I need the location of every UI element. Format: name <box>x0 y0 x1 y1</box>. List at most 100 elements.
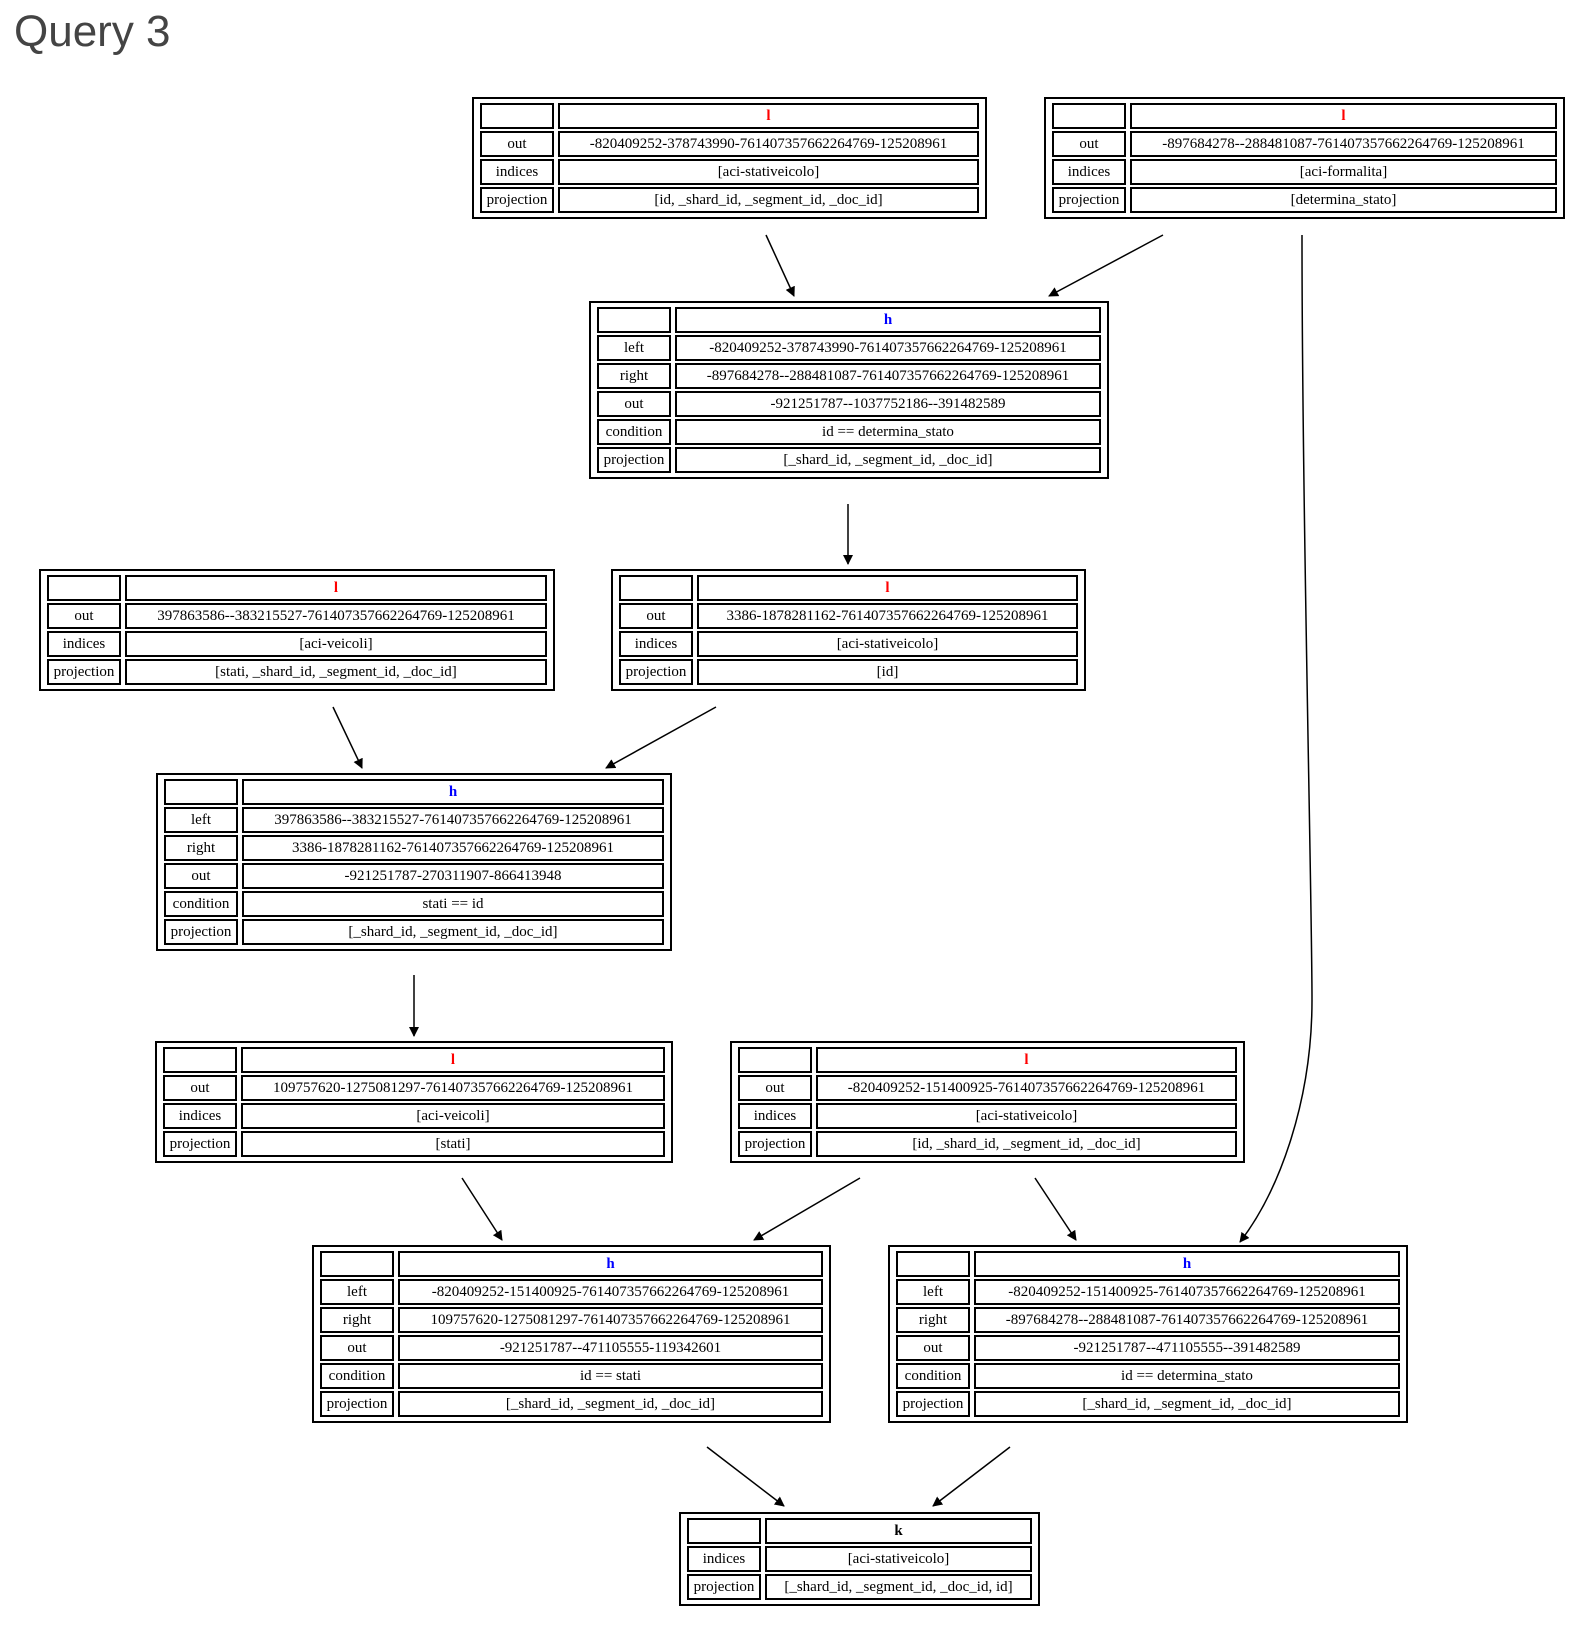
edge-n7-n9 <box>461 1177 503 1241</box>
node-row-out: out-820409252-151400925-7614073576622647… <box>738 1075 1237 1101</box>
row-key: indices <box>480 159 554 185</box>
node-row-projection: projection[id, _shard_id, _segment_id, _… <box>738 1131 1237 1157</box>
header-empty-cell <box>896 1251 970 1277</box>
row-key: projection <box>896 1391 970 1417</box>
node-header-row: h <box>896 1251 1400 1277</box>
node-row-right: right-897684278--288481087-7614073576622… <box>896 1307 1400 1333</box>
node-row-out: out-921251787--1037752186--391482589 <box>597 391 1101 417</box>
row-key: left <box>896 1279 970 1305</box>
node-row-projection: projection[_shard_id, _segment_id, _doc_… <box>164 919 664 945</box>
node-type-label: l <box>241 1047 665 1073</box>
edge-n2-n10 <box>1239 234 1313 1243</box>
node-type-label: k <box>765 1518 1032 1544</box>
header-empty-cell <box>738 1047 812 1073</box>
row-value: [_shard_id, _segment_id, _doc_id] <box>675 447 1101 473</box>
node-row-projection: projection[_shard_id, _segment_id, _doc_… <box>320 1391 823 1417</box>
row-key: indices <box>738 1103 812 1129</box>
node-row-out: out-921251787--471105555--391482589 <box>896 1335 1400 1361</box>
row-key: left <box>320 1279 394 1305</box>
node-row-projection: projection[id, _shard_id, _segment_id, _… <box>480 187 979 213</box>
row-value: [_shard_id, _segment_id, _doc_id, id] <box>765 1574 1032 1600</box>
row-value: [id] <box>697 659 1078 685</box>
node-header-row: k <box>687 1518 1032 1544</box>
row-key: out <box>738 1075 812 1101</box>
node-row-left: left-820409252-151400925-761407357662264… <box>320 1279 823 1305</box>
row-key: projection <box>480 187 554 213</box>
row-key: right <box>597 363 671 389</box>
node-row-projection: projection[determina_stato] <box>1052 187 1557 213</box>
header-empty-cell <box>619 575 693 601</box>
row-value: [id, _shard_id, _segment_id, _doc_id] <box>816 1131 1237 1157</box>
row-value: id == stati <box>398 1363 823 1389</box>
header-empty-cell <box>687 1518 761 1544</box>
row-key: projection <box>47 659 121 685</box>
row-key: projection <box>738 1131 812 1157</box>
row-key: out <box>619 603 693 629</box>
row-value: [stati] <box>241 1131 665 1157</box>
row-value: [_shard_id, _segment_id, _doc_id] <box>398 1391 823 1417</box>
row-key: projection <box>164 919 238 945</box>
row-key: out <box>47 603 121 629</box>
row-value: -820409252-378743990-761407357662264769-… <box>558 131 979 157</box>
node-row-indices: indices[aci-stativeicolo] <box>687 1546 1032 1572</box>
node-header-row: l <box>480 103 979 129</box>
node-row-indices: indices[aci-stativeicolo] <box>738 1103 1237 1129</box>
row-value: [aci-formalita] <box>1130 159 1557 185</box>
edge-n8-n9 <box>753 1177 861 1241</box>
node-row-out: out-820409252-378743990-7614073576622647… <box>480 131 979 157</box>
node-type-label: l <box>125 575 547 601</box>
row-key: indices <box>163 1103 237 1129</box>
edge-n2-n3 <box>1048 234 1164 297</box>
row-value: [determina_stato] <box>1130 187 1557 213</box>
header-empty-cell <box>47 575 121 601</box>
node-row-right: right-897684278--288481087-7614073576622… <box>597 363 1101 389</box>
row-key: indices <box>619 631 693 657</box>
row-value: [stati, _shard_id, _segment_id, _doc_id] <box>125 659 547 685</box>
row-value: 397863586--383215527-761407357662264769-… <box>242 807 664 833</box>
row-key: out <box>480 131 554 157</box>
row-value: [aci-stativeicolo] <box>765 1546 1032 1572</box>
node-row-indices: indices[aci-veicoli] <box>163 1103 665 1129</box>
node-row-indices: indices[aci-stativeicolo] <box>619 631 1078 657</box>
node-row-indices: indices[aci-stativeicolo] <box>480 159 979 185</box>
row-value: -897684278--288481087-761407357662264769… <box>1130 131 1557 157</box>
row-key: left <box>597 335 671 361</box>
node-type-label: l <box>816 1047 1237 1073</box>
row-key: right <box>320 1307 394 1333</box>
row-key: condition <box>320 1363 394 1389</box>
node-header-row: l <box>47 575 547 601</box>
row-key: condition <box>597 419 671 445</box>
row-key: out <box>1052 131 1126 157</box>
node-type-label: l <box>1130 103 1557 129</box>
row-key: projection <box>687 1574 761 1600</box>
row-key: out <box>896 1335 970 1361</box>
row-key: right <box>164 835 238 861</box>
row-key: right <box>896 1307 970 1333</box>
row-key: left <box>164 807 238 833</box>
row-value: id == determina_stato <box>974 1363 1400 1389</box>
edge-n9-n11 <box>706 1446 785 1507</box>
row-value: 397863586--383215527-761407357662264769-… <box>125 603 547 629</box>
node-header-row: h <box>164 779 664 805</box>
node-row-projection: projection[_shard_id, _segment_id, _doc_… <box>896 1391 1400 1417</box>
node-row-projection: projection[id] <box>619 659 1078 685</box>
row-value: 3386-1878281162-761407357662264769-12520… <box>242 835 664 861</box>
node-type-label: l <box>697 575 1078 601</box>
row-value: -897684278--288481087-761407357662264769… <box>675 363 1101 389</box>
